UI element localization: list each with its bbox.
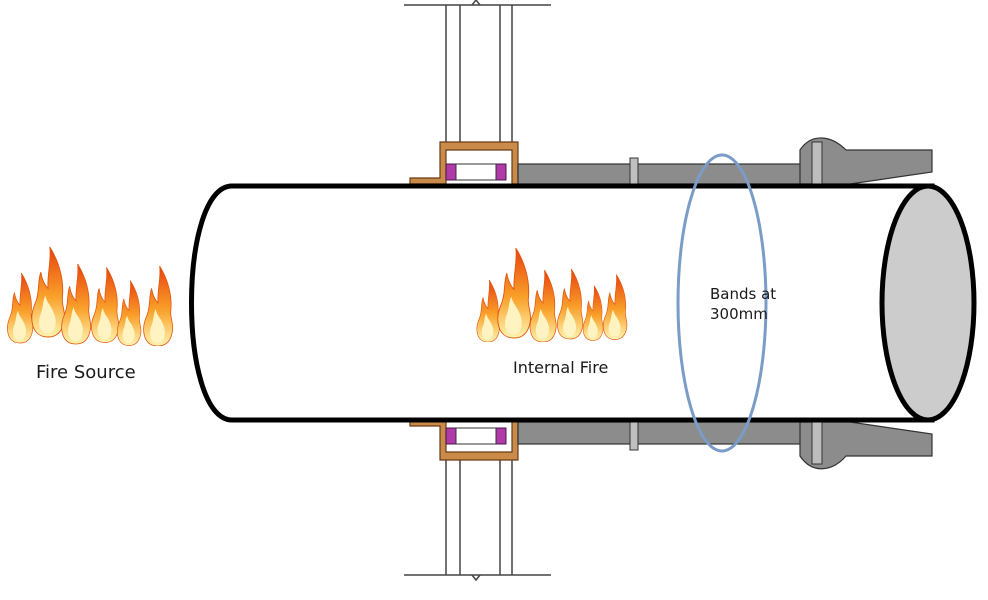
bands-label-line1: Bands at — [710, 285, 777, 303]
fire-source-label: Fire Source — [36, 362, 136, 383]
upper-fire-collar — [409, 141, 549, 185]
lower-wall — [404, 452, 551, 582]
bands-label: Bands at 300mm — [710, 284, 810, 324]
lower-fire-collar — [409, 419, 549, 461]
fire-source-flames — [7, 246, 174, 346]
lower-sleeve — [517, 417, 933, 470]
pipe-end — [879, 183, 977, 423]
internal-fire-label: Internal Fire — [513, 358, 609, 377]
pipe-body — [189, 183, 935, 423]
bands-label-line2: 300mm — [710, 305, 768, 323]
upper-sleeve — [517, 137, 933, 189]
upper-wall — [404, 0, 551, 150]
band-ring — [676, 153, 768, 453]
